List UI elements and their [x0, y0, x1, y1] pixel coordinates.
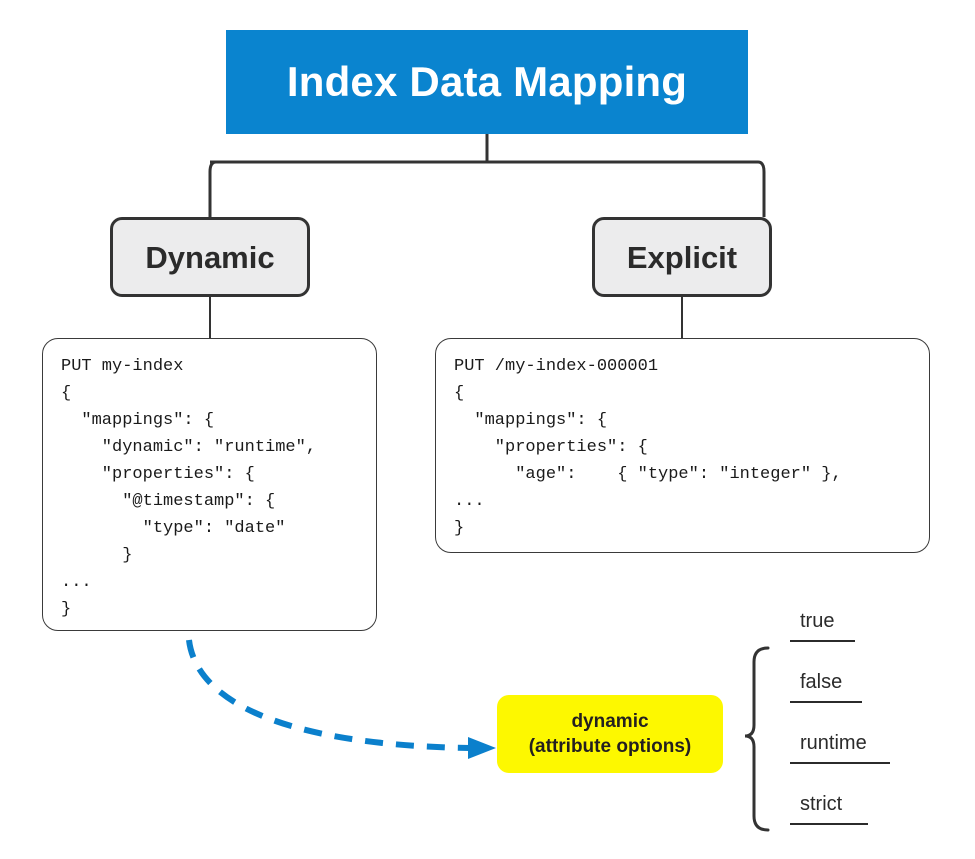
connector-title-to-branches	[208, 134, 766, 217]
option-item-false: false	[790, 669, 862, 703]
option-rule-false	[790, 701, 862, 703]
option-item-runtime: runtime	[790, 730, 890, 764]
option-label-strict: strict	[800, 793, 843, 815]
option-rule-runtime	[790, 762, 890, 764]
option-label-true: true	[800, 610, 835, 632]
dashed-arrow-path	[186, 639, 471, 751]
category-box-dynamic[interactable]: Dynamic	[110, 217, 310, 297]
code-text-dynamic: PUT my-index { "mappings": { "dynamic": …	[61, 357, 317, 619]
diagram-title-box: Index Data Mapping	[226, 30, 748, 134]
option-item-strict: strict	[790, 791, 868, 825]
callout-line-2: (attribute options)	[528, 736, 692, 757]
code-block-dynamic: PUT my-index { "mappings": { "dynamic": …	[42, 338, 377, 631]
code-text-explicit: PUT /my-index-000001 { "mappings": { "pr…	[454, 357, 842, 538]
callout-line-1: dynamic	[571, 711, 649, 732]
option-rule-strict	[790, 823, 868, 825]
option-label-false: false	[800, 671, 843, 693]
dashed-arrow-head	[468, 737, 496, 759]
category-box-explicit[interactable]: Explicit	[592, 217, 772, 297]
option-rule-true	[790, 640, 855, 642]
options-curly-brace	[744, 646, 770, 832]
category-label-explicit: Explicit	[626, 239, 738, 275]
code-block-explicit: PUT /my-index-000001 { "mappings": { "pr…	[435, 338, 930, 553]
category-label-dynamic: Dynamic	[145, 239, 275, 275]
callout-dynamic-attribute-options: dynamic (attribute options)	[497, 695, 723, 773]
option-label-runtime: runtime	[800, 732, 867, 754]
option-item-true: true	[790, 608, 855, 642]
options-list: true false runtime strict	[790, 600, 950, 840]
page-title: Index Data Mapping	[286, 58, 688, 105]
